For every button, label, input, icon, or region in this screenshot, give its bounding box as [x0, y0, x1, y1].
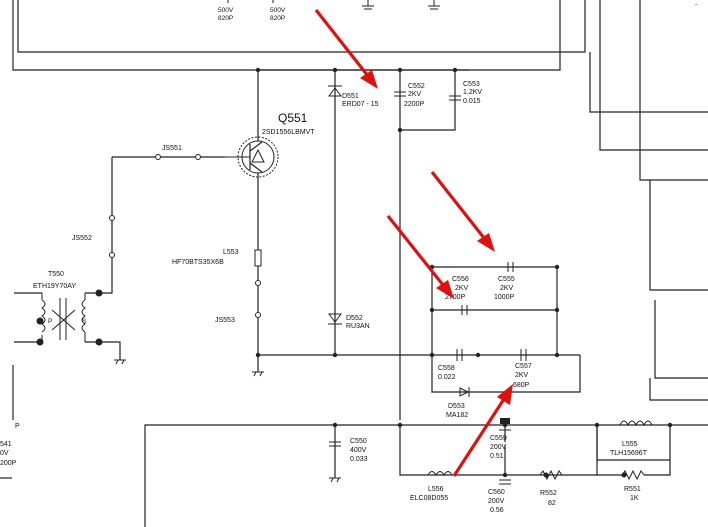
c-top-right-value: 820P [270, 15, 285, 22]
c553-value: 0.015 [463, 98, 481, 105]
jumper-js553: JS553 [215, 280, 580, 377]
r551-ref: R551 [624, 486, 641, 493]
transformer-t550: T550 ETH19Y70AY P S [14, 271, 126, 365]
c558-ref: C558 [438, 365, 455, 372]
red-arrow-1 [314, 9, 378, 89]
c-top-left-value: 820P [218, 15, 233, 22]
c558-value: 0.022 [438, 374, 456, 381]
resistor-r551: R551 1K [597, 460, 671, 502]
d553-ref: D553 [448, 403, 465, 410]
c560-ref: C560 [488, 489, 505, 496]
svg-text:-: - [695, 1, 697, 8]
c552-voltage: 2KV [408, 91, 422, 98]
c557-ref: C557 [515, 363, 532, 370]
t550-ref: T550 [48, 271, 64, 278]
t550-pin-s: S [82, 318, 87, 325]
c553-ref: C553 [463, 81, 480, 88]
d551-ref: D551 [342, 93, 359, 100]
r551-value: 1K [630, 495, 639, 502]
capacitor-network-c557-c558: C558 0.022 C557 2KV 680P D553 MA182 [429, 349, 581, 419]
red-arrow-2 [430, 171, 495, 252]
d552-ref: D552 [346, 315, 363, 322]
red-arrow-4 [452, 384, 513, 477]
c-top-right-voltage: 500V [270, 7, 286, 14]
c555-ref: C555 [498, 276, 515, 283]
jumper-js552: JS552 [72, 157, 115, 294]
t550-part: ETH19Y70AY [33, 283, 76, 290]
l553-ref: L553 [223, 249, 239, 256]
left-edge-labels: P 541 0V 200P [0, 365, 20, 467]
c559-value: 0.51 [490, 453, 504, 460]
c556-value: 2700P [445, 294, 466, 301]
capacitor-c559: C559 200V 0.51 [490, 418, 511, 460]
l555-ref: L555 [622, 441, 638, 448]
d553-part: MA182 [446, 412, 468, 419]
c541-ref-fragment: 541 [0, 441, 12, 448]
c555-value: 1000P [494, 294, 515, 301]
capacitor-c550: C550 400V 0.033 [329, 425, 368, 483]
c560-voltage: 200V [488, 498, 505, 505]
transistor-q551: Q551 2SD1556LBMVT [225, 111, 315, 250]
c556-ref: C556 [452, 276, 469, 283]
js552-ref: JS552 [72, 235, 92, 242]
capacitor-network-c555-c556: C556 2KV 2700P C555 2KV 1000P [429, 262, 560, 355]
red-arrow-3 [386, 215, 454, 299]
r552-value: 82 [548, 500, 556, 507]
js553-ref: JS553 [215, 317, 235, 324]
c557-value: 680P [513, 382, 530, 389]
c541-value-fragment: 200P [0, 460, 17, 467]
l553-part: HF70BTS35X6B [172, 259, 224, 266]
inductor-l556: L556 ELC08D055 [410, 471, 453, 502]
l555-part: TLH15696T [610, 450, 648, 457]
c541-voltage-fragment: 0V [0, 450, 9, 457]
capacitor-c552: C552 2KV 2200P [394, 83, 425, 108]
d552-part: RU3AN [346, 323, 370, 330]
inductor-l553: L553 HF70BTS35X6B [172, 249, 262, 280]
c560-value: 0.56 [490, 507, 504, 514]
c552-ref: C552 [408, 83, 425, 90]
jumper-js551: JS551 [112, 145, 225, 160]
resistor-r552: R552 82 [539, 469, 563, 507]
capacitor-c560: C560 200V 0.56 [488, 479, 511, 514]
c553-voltage: 1.2KV [463, 89, 482, 96]
diode-d551: D551 ERD07 - 15 [328, 85, 379, 108]
inductor-l555: L555 TLH15696T [596, 420, 671, 461]
d551-part: ERD07 - 15 [342, 101, 379, 108]
c552-value: 2200P [404, 101, 425, 108]
c550-value: 0.033 [350, 456, 368, 463]
frame-wires [12, 0, 708, 401]
q551-ref: Q551 [278, 111, 308, 125]
q551-part: 2SD1556LBMVT [262, 129, 315, 136]
c559-ref: C559 [490, 435, 507, 442]
c555-voltage: 2KV [500, 285, 514, 292]
js551-ref: JS551 [162, 145, 182, 152]
r552-ref: R552 [540, 490, 557, 497]
c550-ref: C550 [350, 438, 367, 445]
c556-voltage: 2KV [455, 285, 469, 292]
annotation-arrows [314, 9, 513, 477]
c-top-left-voltage: 500V [218, 7, 234, 14]
c550-voltage: 400V [350, 447, 367, 454]
c557-voltage: 2KV [515, 372, 529, 379]
diode-d552: D552 RU3AN [328, 313, 370, 358]
left-p-label: P [15, 423, 20, 430]
capacitor-c553: C553 1.2KV 0.015 [400, 70, 482, 131]
l556-part: ELC08D055 [410, 495, 448, 502]
top-capacitor-labels: 500V 820P 500V 820P - [218, 0, 697, 22]
l556-ref: L556 [428, 486, 444, 493]
t550-pin-p: P [48, 318, 52, 325]
c559-voltage: 200V [490, 444, 507, 451]
